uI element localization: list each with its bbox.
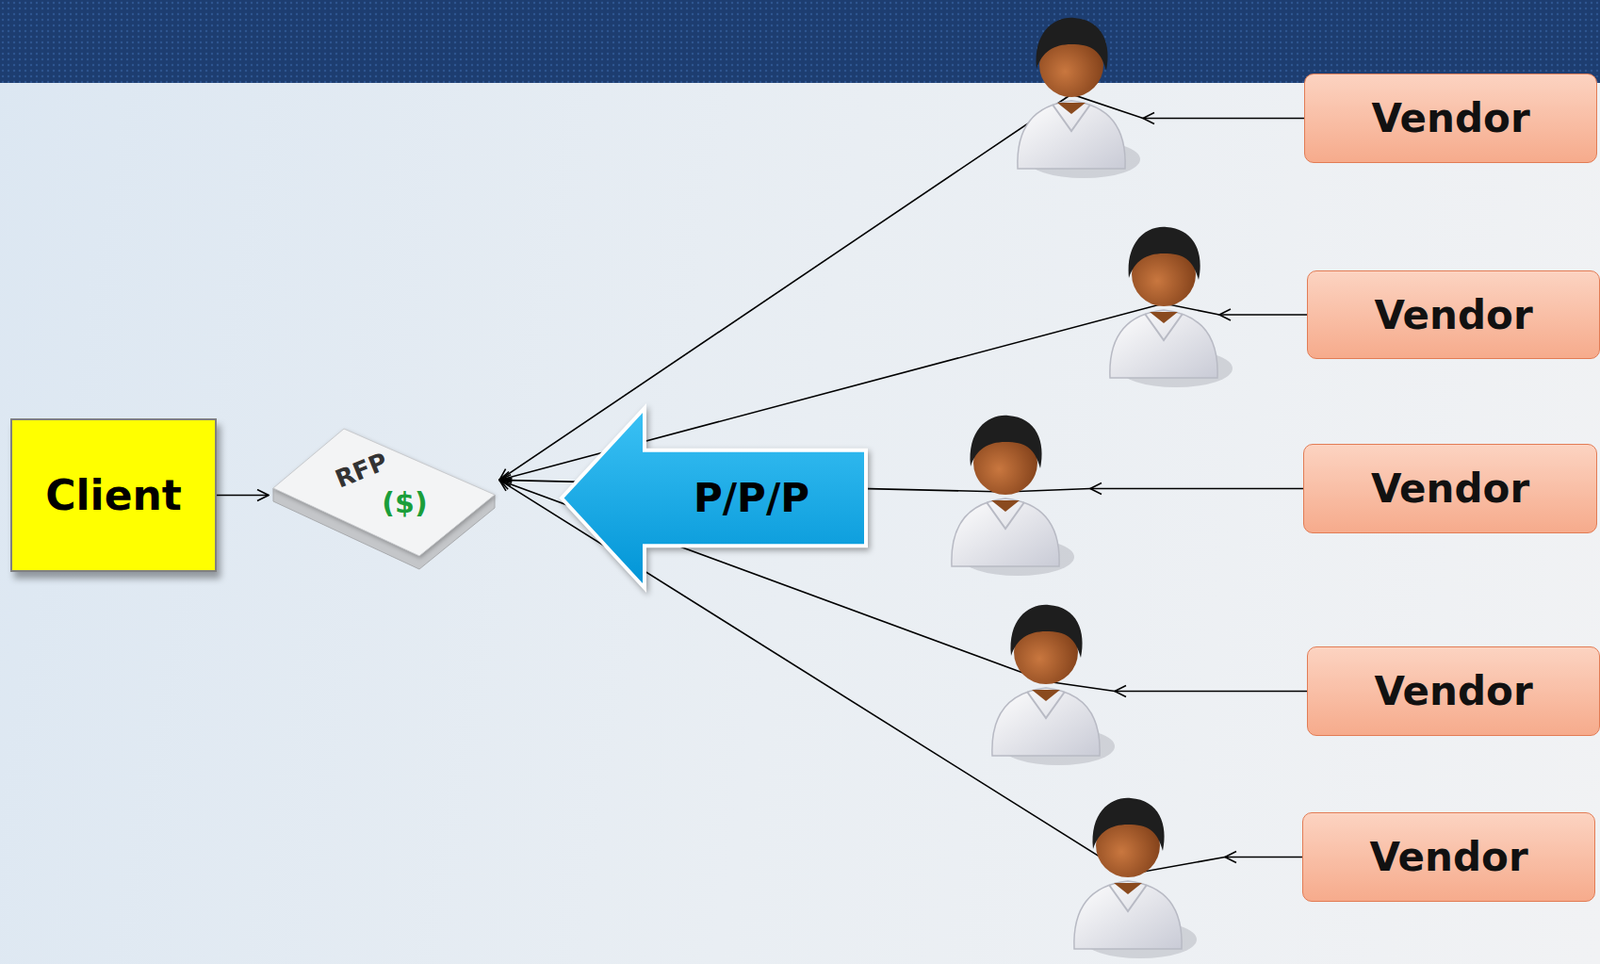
node-label: Vendor	[1373, 668, 1533, 715]
person-icon	[992, 604, 1115, 766]
node-label: P/P/P	[693, 474, 810, 522]
vendor-box: Vendor	[1304, 73, 1598, 164]
node-label: Vendor	[1371, 95, 1530, 142]
title-banner	[0, 0, 1600, 83]
person-icon	[951, 415, 1075, 576]
person-icon	[1074, 798, 1197, 959]
node-label: Client	[45, 471, 182, 520]
node-label: Vendor	[1369, 833, 1528, 881]
vendor-box: Vendor	[1306, 646, 1600, 736]
arrowhead	[1114, 685, 1127, 698]
connector-line	[499, 94, 1305, 480]
arrow-outline	[561, 408, 866, 588]
rfp-document: RFP($)	[268, 424, 500, 580]
arrowhead	[1224, 851, 1237, 864]
vendor-box: Vendor	[1302, 812, 1596, 902]
block-arrow: P/P/P	[559, 406, 868, 590]
node-label: Vendor	[1371, 465, 1530, 512]
client-box: Client	[10, 418, 217, 572]
arrowhead	[1219, 309, 1231, 321]
node-label: Vendor	[1373, 292, 1533, 339]
node-label: ($)	[289, 486, 521, 520]
arrowhead	[1142, 113, 1155, 125]
connector-line	[216, 494, 269, 497]
person-icon	[1017, 17, 1141, 179]
person-icon	[1110, 227, 1233, 388]
vendor-box: Vendor	[1306, 270, 1600, 360]
arrowhead	[1090, 483, 1102, 495]
vendor-box: Vendor	[1303, 443, 1598, 534]
